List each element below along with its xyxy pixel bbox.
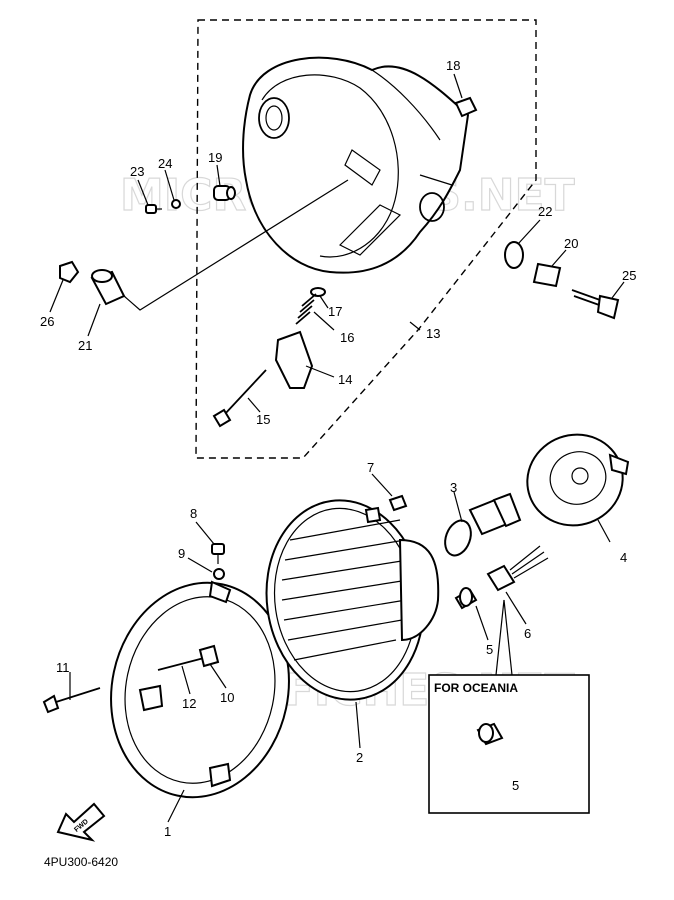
callout-9: 9 — [178, 546, 185, 561]
headlight-housing — [242, 56, 470, 274]
callout-19: 19 — [208, 150, 222, 165]
housing-group-boundary — [195, 19, 537, 459]
callout-26: 26 — [40, 314, 54, 329]
bracket-14 — [274, 330, 314, 389]
callout-13: 13 — [426, 326, 440, 341]
oceania-label: FOR OCEANIA — [434, 681, 518, 695]
callout-21: 21 — [78, 338, 92, 353]
grommet-19 — [213, 185, 236, 201]
fwd-arrow: FWD — [56, 802, 106, 842]
socket-6 — [486, 545, 549, 592]
nut-9 — [213, 568, 225, 580]
oceania-inset: FOR OCEANIA — [428, 674, 590, 814]
callout-14: 14 — [338, 372, 352, 387]
callout-2: 2 — [356, 750, 363, 765]
callout-12: 12 — [182, 696, 196, 711]
damper-22 — [504, 241, 524, 269]
adjusting-screw-15 — [212, 369, 267, 428]
screw-12 — [157, 657, 205, 671]
oceania-bulb-5 — [476, 722, 504, 746]
screw-8 — [211, 543, 225, 564]
diagram-code: 4PU300-6420 — [44, 855, 118, 869]
collar-20 — [532, 262, 562, 288]
callout-8: 8 — [190, 506, 197, 521]
bolt-25 — [571, 289, 620, 320]
callout-6: 6 — [524, 626, 531, 641]
callout-23: 23 — [130, 164, 144, 179]
lens-unit-2 — [265, 499, 440, 701]
callout-17: 17 — [328, 304, 342, 319]
bulb-5 — [454, 587, 478, 610]
headlight-rim-1 — [110, 580, 290, 799]
clip-7 — [388, 494, 408, 512]
callout-5a: 5 — [486, 642, 493, 657]
callout-11: 11 — [56, 660, 70, 675]
callout-4: 4 — [620, 550, 627, 565]
callout-24: 24 — [158, 156, 172, 171]
clip-10 — [198, 644, 220, 668]
collar-26 — [59, 260, 80, 284]
spring-16 — [295, 293, 317, 325]
callout-1: 1 — [164, 824, 171, 839]
callout-15: 15 — [256, 412, 270, 427]
callout-7: 7 — [367, 460, 374, 475]
clip-18 — [454, 96, 478, 118]
callout-20: 20 — [564, 236, 578, 251]
callout-5b: 5 — [512, 778, 519, 793]
callout-numbers: 1 2 3 4 5 5 6 7 8 9 10 11 12 13 14 15 16… — [40, 58, 636, 839]
screw-23 — [145, 204, 162, 214]
headlight-cover-4 — [526, 433, 630, 527]
callout-22: 22 — [538, 204, 552, 219]
spacer-21 — [90, 269, 126, 306]
callout-10: 10 — [220, 690, 234, 705]
washer-24 — [171, 199, 181, 209]
callout-3: 3 — [450, 480, 457, 495]
leader-lines-upper — [49, 73, 625, 413]
callout-18: 18 — [446, 58, 460, 73]
leader-lines-lower — [69, 473, 611, 823]
callout-25: 25 — [622, 268, 636, 283]
bulb-3 — [444, 492, 522, 557]
o-ring-17 — [310, 287, 326, 297]
callout-16: 16 — [340, 330, 354, 345]
screw-11 — [42, 687, 101, 714]
